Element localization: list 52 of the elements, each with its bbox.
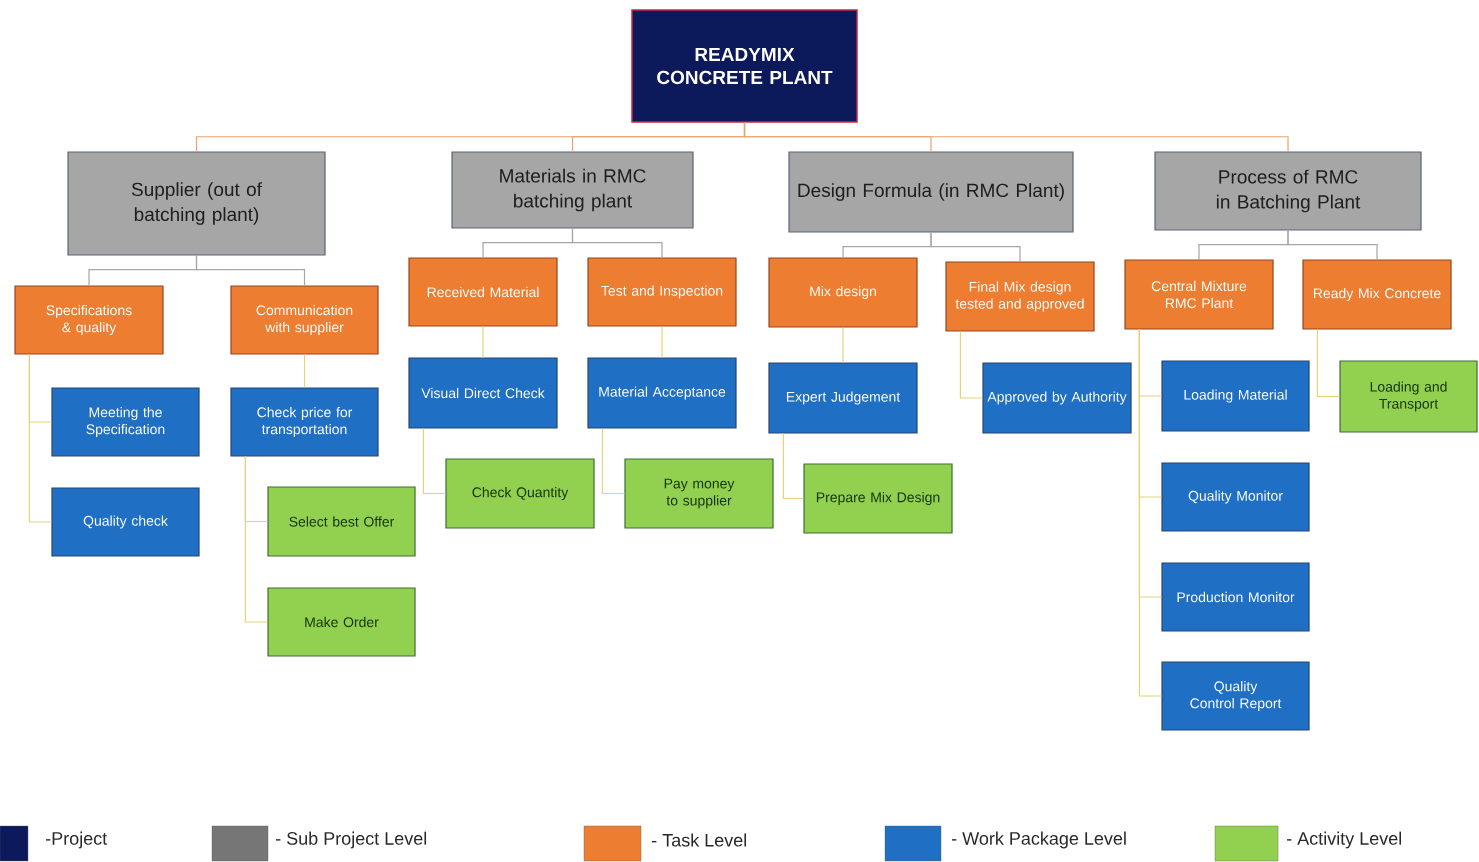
work-package-box: Production Monitor bbox=[1161, 562, 1310, 632]
work-package-box: Material Acceptance bbox=[587, 357, 737, 429]
connector-line bbox=[244, 456, 268, 623]
work-package-box: Quality Control Report bbox=[1161, 661, 1310, 731]
connector-line bbox=[422, 428, 446, 495]
connector-line bbox=[1316, 329, 1340, 398]
legend-label: - Task Level bbox=[652, 833, 746, 847]
connector-line bbox=[195, 255, 306, 286]
activity-box: Pay money to supplier bbox=[624, 458, 774, 529]
legend-label: - Sub Project Level bbox=[276, 831, 427, 849]
connector-line bbox=[782, 433, 804, 500]
work-package-box: Quality Monitor bbox=[1161, 462, 1310, 532]
work-package-box: Loading Material bbox=[1161, 360, 1310, 432]
subproject-box: Materials in RMC batching plant bbox=[451, 151, 694, 229]
connector-line bbox=[930, 232, 1021, 262]
subproject-box: Supplier (out of batching plant) bbox=[67, 151, 326, 256]
connector-line bbox=[1138, 329, 1162, 697]
connector-line bbox=[1287, 230, 1378, 260]
task-box: Test and Inspection bbox=[587, 257, 737, 327]
connector-line bbox=[482, 326, 484, 358]
connector-line bbox=[303, 354, 306, 388]
task-box: Communication with supplier bbox=[230, 285, 379, 355]
legend-label: -Project bbox=[46, 831, 108, 849]
subproject-box: Design Formula (in RMC Plant) bbox=[788, 151, 1074, 233]
task-box: Ready Mix Concrete bbox=[1302, 259, 1452, 330]
activity-box: Prepare Mix Design bbox=[803, 463, 953, 534]
legend-label: - Work Package Level bbox=[952, 831, 1126, 849]
activity-box: Make Order bbox=[267, 587, 416, 657]
connector-line bbox=[842, 327, 844, 363]
work-package-box: Approved by Authority bbox=[982, 362, 1132, 434]
connector-line bbox=[601, 428, 625, 495]
project-box: READYMIX CONCRETE PLANT bbox=[631, 9, 858, 123]
connector-line bbox=[571, 228, 663, 258]
connector-line bbox=[661, 326, 663, 358]
connector-line bbox=[959, 331, 983, 399]
task-box: Final Mix design tested and approved bbox=[945, 261, 1095, 332]
activity-box: Check Quantity bbox=[445, 458, 595, 529]
task-box: Mix design bbox=[768, 257, 918, 328]
work-package-box: Check price for transportation bbox=[230, 387, 379, 457]
legend-label: - Activity Level bbox=[1287, 831, 1401, 849]
connector-line bbox=[28, 354, 52, 523]
connector-line bbox=[743, 122, 1289, 152]
work-package-box: Quality check bbox=[51, 487, 200, 557]
work-package-box: Visual Direct Check bbox=[408, 357, 558, 429]
activity-box: Loading and Transport bbox=[1339, 360, 1478, 433]
task-box: Specifications & quality bbox=[14, 285, 164, 355]
activity-box: Select best Offer bbox=[267, 486, 416, 557]
work-package-box: Meeting the Specification bbox=[51, 387, 200, 457]
task-box: Received Material bbox=[408, 257, 558, 327]
subproject-box: Process of RMC in Batching Plant bbox=[1154, 151, 1422, 231]
task-box: Central Mixture RMC Plant bbox=[1124, 259, 1274, 330]
work-package-box: Expert Judgement bbox=[768, 362, 918, 434]
